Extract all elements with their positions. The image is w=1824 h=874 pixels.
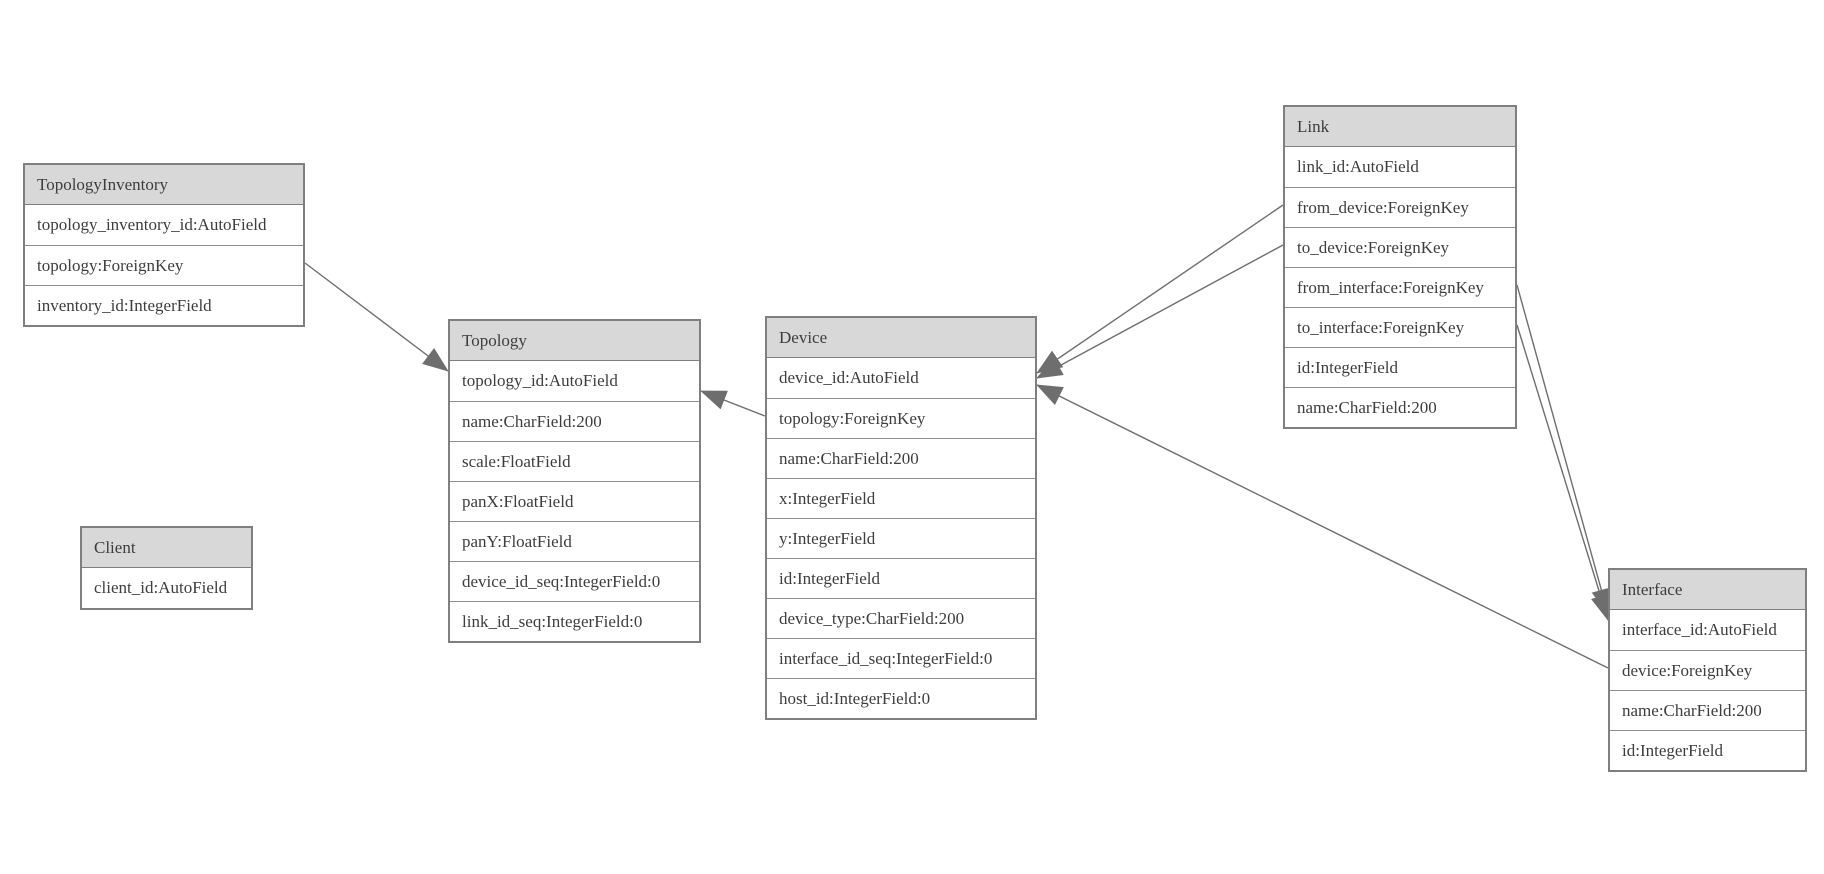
field-row-topologyinventory-1: topology:ForeignKey <box>25 245 303 285</box>
table-title-interface: Interface <box>1610 570 1805 610</box>
field-row-link-4: to_interface:ForeignKey <box>1285 307 1515 347</box>
table-title-device: Device <box>767 318 1035 358</box>
field-row-client-0: client_id:AutoField <box>82 568 251 608</box>
field-row-device-3: x:IntegerField <box>767 478 1035 518</box>
table-title-topology: Topology <box>450 321 699 361</box>
field-row-device-8: host_id:IntegerField:0 <box>767 678 1035 718</box>
field-row-interface-2: name:CharField:200 <box>1610 690 1805 730</box>
field-row-interface-1: device:ForeignKey <box>1610 650 1805 690</box>
relation-arrow-link-interface <box>1516 284 1611 615</box>
field-row-topologyinventory-2: inventory_id:IntegerField <box>25 285 303 325</box>
field-row-link-3: from_interface:ForeignKey <box>1285 267 1515 307</box>
field-row-device-7: interface_id_seq:IntegerField:0 <box>767 638 1035 678</box>
table-title-client: Client <box>82 528 251 568</box>
field-row-device-1: topology:ForeignKey <box>767 398 1035 438</box>
field-row-device-6: device_type:CharField:200 <box>767 598 1035 638</box>
field-row-topology-6: link_id_seq:IntegerField:0 <box>450 601 699 641</box>
field-row-device-0: device_id:AutoField <box>767 358 1035 398</box>
relation-arrow-link-device <box>1036 204 1284 374</box>
field-row-device-4: y:IntegerField <box>767 518 1035 558</box>
field-row-topology-2: scale:FloatField <box>450 441 699 481</box>
field-row-link-2: to_device:ForeignKey <box>1285 227 1515 267</box>
field-row-interface-3: id:IntegerField <box>1610 730 1805 770</box>
relation-arrow-topologyinventory-topology <box>304 262 449 372</box>
field-row-topology-0: topology_id:AutoField <box>450 361 699 401</box>
field-row-topology-4: panY:FloatField <box>450 521 699 561</box>
field-row-interface-0: interface_id:AutoField <box>1610 610 1805 650</box>
field-row-link-0: link_id:AutoField <box>1285 147 1515 187</box>
field-row-device-2: name:CharField:200 <box>767 438 1035 478</box>
field-row-topologyinventory-0: topology_inventory_id:AutoField <box>25 205 303 245</box>
relation-arrow-device-topology <box>700 390 766 417</box>
field-row-topology-5: device_id_seq:IntegerField:0 <box>450 561 699 601</box>
field-row-link-6: name:CharField:200 <box>1285 387 1515 427</box>
field-row-topology-1: name:CharField:200 <box>450 401 699 441</box>
relation-arrow-link-device <box>1036 244 1284 379</box>
table-title-link: Link <box>1285 107 1515 147</box>
field-row-device-5: id:IntegerField <box>767 558 1035 598</box>
table-title-topologyinventory: TopologyInventory <box>25 165 303 205</box>
field-row-link-5: id:IntegerField <box>1285 347 1515 387</box>
field-row-link-1: from_device:ForeignKey <box>1285 187 1515 227</box>
field-row-topology-3: panX:FloatField <box>450 481 699 521</box>
relation-arrow-link-interface <box>1516 324 1611 621</box>
